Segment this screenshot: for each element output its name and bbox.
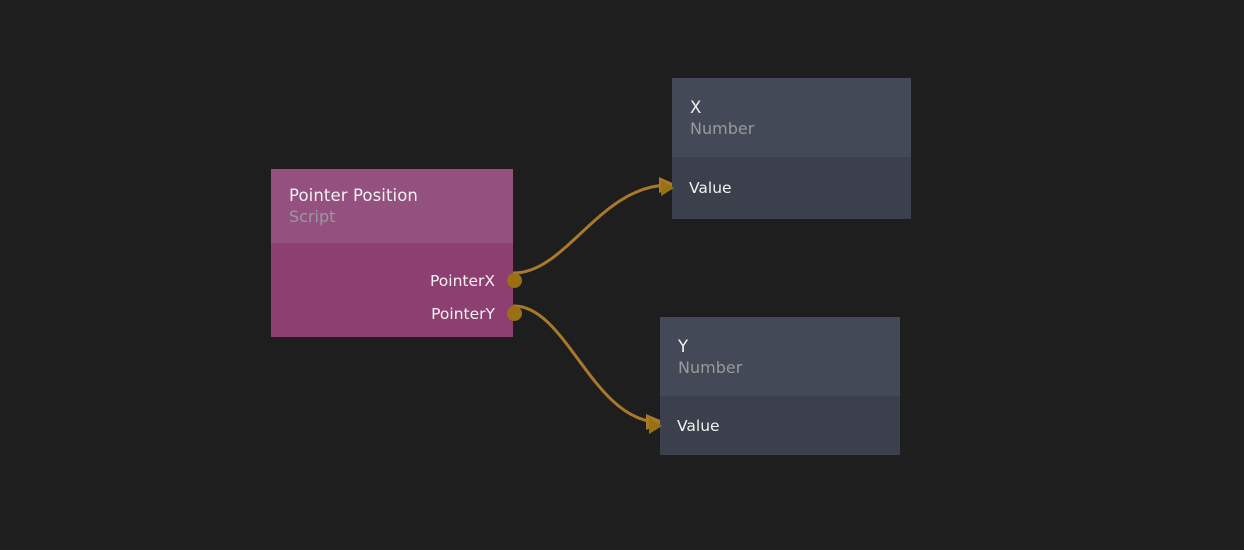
node-title: Pointer Position [289, 186, 418, 205]
input-port-label: Value [677, 416, 720, 435]
node-header[interactable]: Pointer Position Script [271, 169, 513, 243]
connection-pointerx-to-x-value[interactable] [512, 177, 677, 275]
node-title: Y [678, 337, 689, 356]
input-port-y-value[interactable]: Value [649, 396, 900, 455]
node-subtitle: Script [289, 207, 336, 227]
node-y[interactable]: Y Number Value [649, 317, 900, 455]
input-port-label: Value [689, 179, 732, 197]
input-arrow-icon [649, 417, 662, 434]
connection-path [512, 304, 658, 424]
output-port-pointery[interactable]: PointerY [271, 297, 522, 330]
node-header[interactable]: Y Number [660, 317, 900, 396]
node-header[interactable]: X Number [672, 78, 911, 157]
node-pointer-position[interactable]: Pointer Position Script PointerX Pointer… [271, 169, 522, 337]
node-x[interactable]: X Number Value [661, 78, 911, 219]
node-title: X [690, 98, 702, 117]
output-port-label: PointerY [431, 304, 495, 323]
connection-pointery-to-y-value[interactable] [512, 304, 665, 430]
node-body: Value [649, 396, 900, 455]
output-port-dot-icon[interactable] [507, 306, 522, 321]
node-subtitle: Number [690, 119, 755, 139]
node-body: Value [661, 157, 911, 219]
output-port-label: PointerX [429, 271, 495, 290]
node-body: PointerX PointerY [271, 243, 522, 337]
connection-path [512, 183, 670, 275]
input-arrow-icon [661, 180, 674, 196]
node-subtitle: Number [678, 358, 743, 378]
input-port-x-value[interactable]: Value [661, 157, 911, 219]
output-port-dot-icon[interactable] [507, 273, 522, 288]
output-port-pointerx[interactable]: PointerX [271, 264, 522, 297]
